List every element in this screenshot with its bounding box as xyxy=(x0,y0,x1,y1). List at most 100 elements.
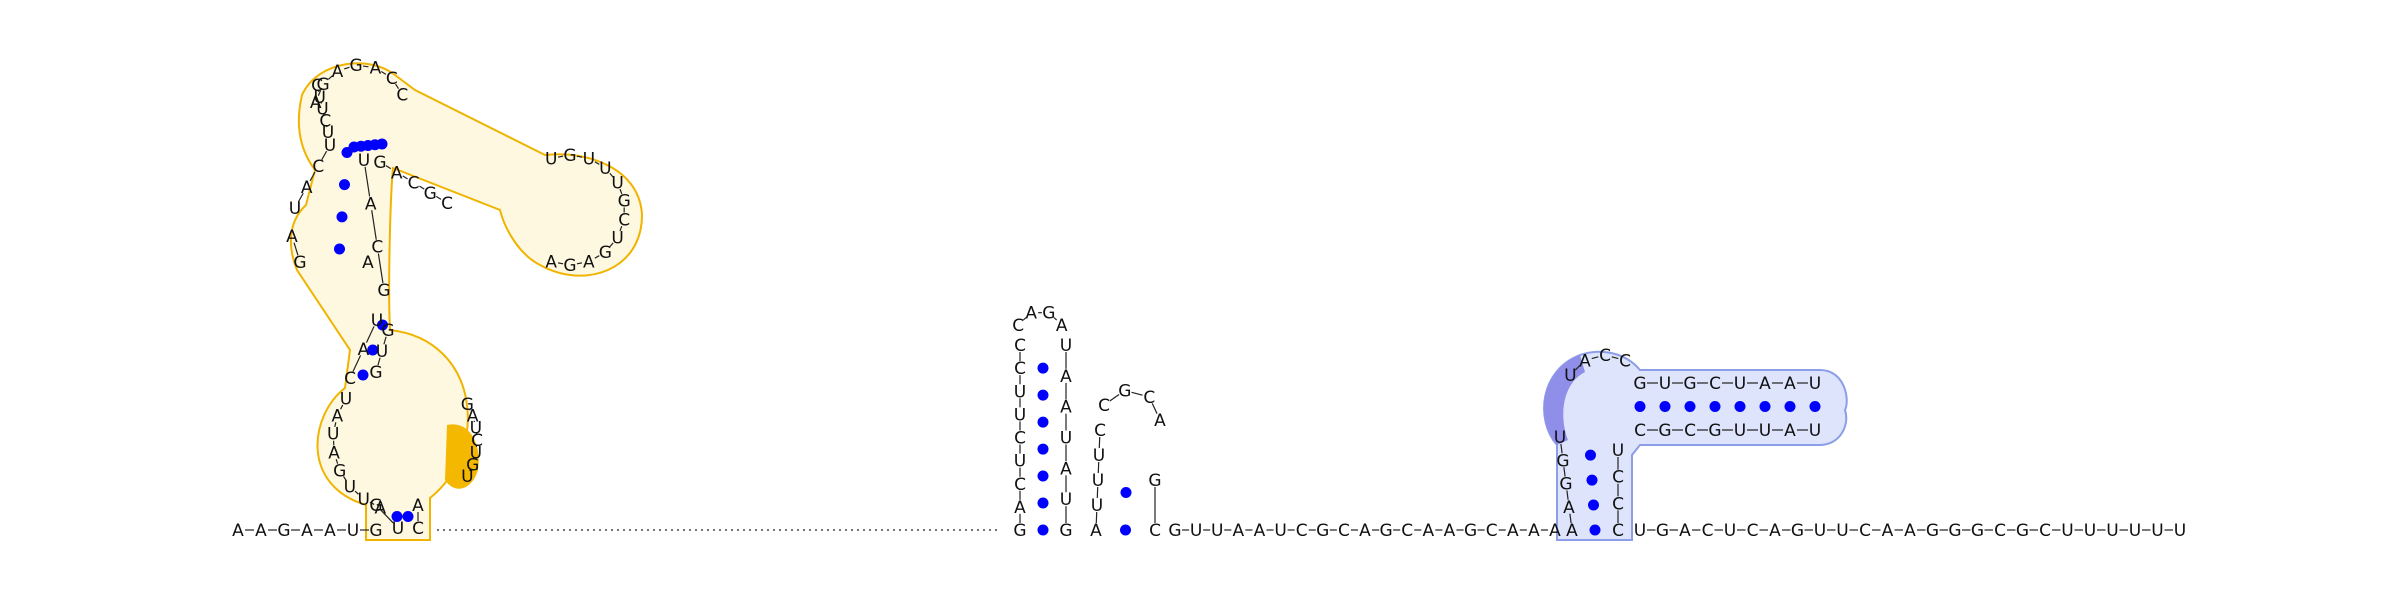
nucleotide-middle-linker-10: A xyxy=(1359,521,1371,541)
backbone-link xyxy=(327,75,333,80)
nucleotide-three-prime-21: U xyxy=(2084,521,2096,541)
nucleotide-dB-helix-top-8: U xyxy=(1809,374,1821,394)
nucleotide-dB-helix-top-4: C xyxy=(1709,374,1721,394)
base-pair-dot xyxy=(1037,470,1049,482)
backbone-link xyxy=(1563,467,1566,477)
backbone-link xyxy=(576,155,583,158)
nucleotide-dA-terminal-loop-7: C xyxy=(618,211,630,231)
nucleotide-dB-stem-left-4: G xyxy=(1556,451,1569,471)
nucleotide-dA-stem3-left-3: C xyxy=(312,157,324,177)
nucleotide-dB-loop-1: U xyxy=(1564,366,1576,386)
backbone-link xyxy=(293,242,299,256)
nucleotide-three-prime-5: U xyxy=(1724,521,1736,541)
nucleotide-three-prime-3: A xyxy=(1679,521,1691,541)
nucleotide-middle-linker-19: A xyxy=(1549,521,1561,541)
nucleotide-middle-linker-4: A xyxy=(1233,521,1245,541)
backbone-link xyxy=(1560,443,1563,454)
nucleotide-dA-interior-left-8: U xyxy=(340,390,352,410)
nucleotide-dA-stem2-right-1: G xyxy=(369,363,382,383)
base-pair-dot xyxy=(391,511,403,522)
nucleotide-dA-interior-right-3: U xyxy=(470,418,482,438)
domain-a-outline xyxy=(289,62,644,541)
backbone-link xyxy=(1566,490,1569,500)
nucleotide-middle-linker-15: G xyxy=(1464,521,1477,541)
nucleotide-dA-stem3-right-2: C xyxy=(371,238,383,258)
nucleotide-hairpin1-left-7: U xyxy=(1014,382,1026,402)
nucleotide-dA-interior-right-4: C xyxy=(471,431,483,451)
nucleotide-dA-stem3-left-2: A xyxy=(301,178,313,198)
backbone-link xyxy=(1131,391,1143,396)
nucleotide-middle-linker-13: A xyxy=(1423,521,1435,541)
nucleotide-dA-stem3-right-4: U xyxy=(358,151,370,171)
backbone-link xyxy=(340,404,344,410)
backbone-link xyxy=(609,242,614,248)
nucleotide-three-prime-2: G xyxy=(1656,521,1669,541)
backbone-link xyxy=(364,166,371,197)
nucleotide-middle-linker-18: A xyxy=(1528,521,1540,541)
nucleotide-dA-bulge-left-1: G xyxy=(293,253,306,273)
nucleotide-three-prime-4: C xyxy=(1702,521,1714,541)
nucleotide-dA-stem2-left-2: A xyxy=(358,340,370,360)
nucleotide-dA-stem2-right-3: G xyxy=(381,321,394,341)
nucleotide-dA-stem2-left-3: U xyxy=(371,311,383,331)
nucleotide-dB-helix-bottom-2: A xyxy=(1784,421,1796,441)
nucleotide-middle-linker-1: G xyxy=(1168,521,1181,541)
nucleotide-dB-helix-bottom-6: C xyxy=(1684,421,1696,441)
domain-b-highlight xyxy=(1544,355,1585,445)
backbone-link xyxy=(419,185,425,190)
nucleotide-dA-interior-right-7: U xyxy=(461,467,473,487)
nucleotide-dA-stem1-left-2: U xyxy=(392,519,404,539)
nucleotide-hairpin1-left-1: G xyxy=(1013,521,1026,541)
base-pair-dot xyxy=(1037,524,1049,536)
nucleotide-three-prime-9: U xyxy=(1814,521,1826,541)
nucleotide-hairpin1-loop-3: G xyxy=(1042,304,1055,324)
backbone-link xyxy=(309,171,316,182)
nucleotide-middle-linker-3: U xyxy=(1211,521,1223,541)
backbone-link xyxy=(594,255,600,259)
nucleotide-hairpin1-right-1: U xyxy=(1060,336,1072,356)
backbone-link xyxy=(1569,513,1572,524)
nucleotide-hairpin1-right-4: U xyxy=(1060,429,1072,449)
backbone-link xyxy=(469,408,471,411)
backbone-link xyxy=(380,70,387,75)
nucleotide-three-prime-11: C xyxy=(1859,521,1871,541)
backbone-link xyxy=(383,336,387,345)
nucleotide-hairpin1-right-6: U xyxy=(1060,490,1072,510)
backbone-link xyxy=(334,422,337,428)
backbone-link xyxy=(1611,356,1619,360)
base-pair-dot xyxy=(1037,416,1049,428)
nucleotide-dA-stem1-left-1: G xyxy=(369,496,382,516)
nucleotide-dB-stem-left-5: U xyxy=(1554,428,1566,448)
base-pair-dot xyxy=(339,179,350,191)
nucleotide-dB-stem-right-1: U xyxy=(1612,441,1624,461)
base-pair-dot xyxy=(376,138,388,150)
nucleotide-dA-stem4-right-5: C xyxy=(441,194,453,214)
backbone-link xyxy=(354,490,359,495)
nucleotide-hairpin1-right-3: A xyxy=(1060,398,1072,418)
nucleotide-three-prime-12: A xyxy=(1882,521,1894,541)
nucleotide-dA-apical-loop-7: C xyxy=(396,86,408,106)
nucleotide-dB-helix-top-3: G xyxy=(1683,374,1696,394)
backbone-link xyxy=(385,165,392,170)
nucleotide-hairpin1-loop-2: A xyxy=(1025,304,1037,324)
nucleotide-dA-stem3-right-3: A xyxy=(365,194,377,214)
nucleotide-three-prime-17: C xyxy=(1994,521,2006,541)
backbone-link xyxy=(435,195,442,200)
backbone-link xyxy=(1591,356,1599,360)
nucleotide-three-prime-7: A xyxy=(1769,521,1781,541)
base-pair-dot xyxy=(336,211,348,223)
nucleotide-dA-terminal-loop-4: U xyxy=(599,159,611,179)
nucleotide-dA-terminal-loop-10: A xyxy=(583,253,595,273)
backbone-links xyxy=(245,65,2173,531)
base-pair-dot xyxy=(1037,362,1049,374)
nucleotide-dA-terminal-loop-12: A xyxy=(545,253,557,273)
nucleotide-hairpin2-left-4: U xyxy=(1093,446,1105,466)
backbone-link xyxy=(557,155,564,158)
nucleotide-three-prime-25: U xyxy=(2174,521,2186,541)
nucleotide-three-prime-18: G xyxy=(2016,521,2029,541)
backbone-link xyxy=(619,225,623,232)
nucleotide-dA-interior-left-4: G xyxy=(333,461,346,481)
nucleotide-dA-apical-loop-4: G xyxy=(349,56,362,76)
